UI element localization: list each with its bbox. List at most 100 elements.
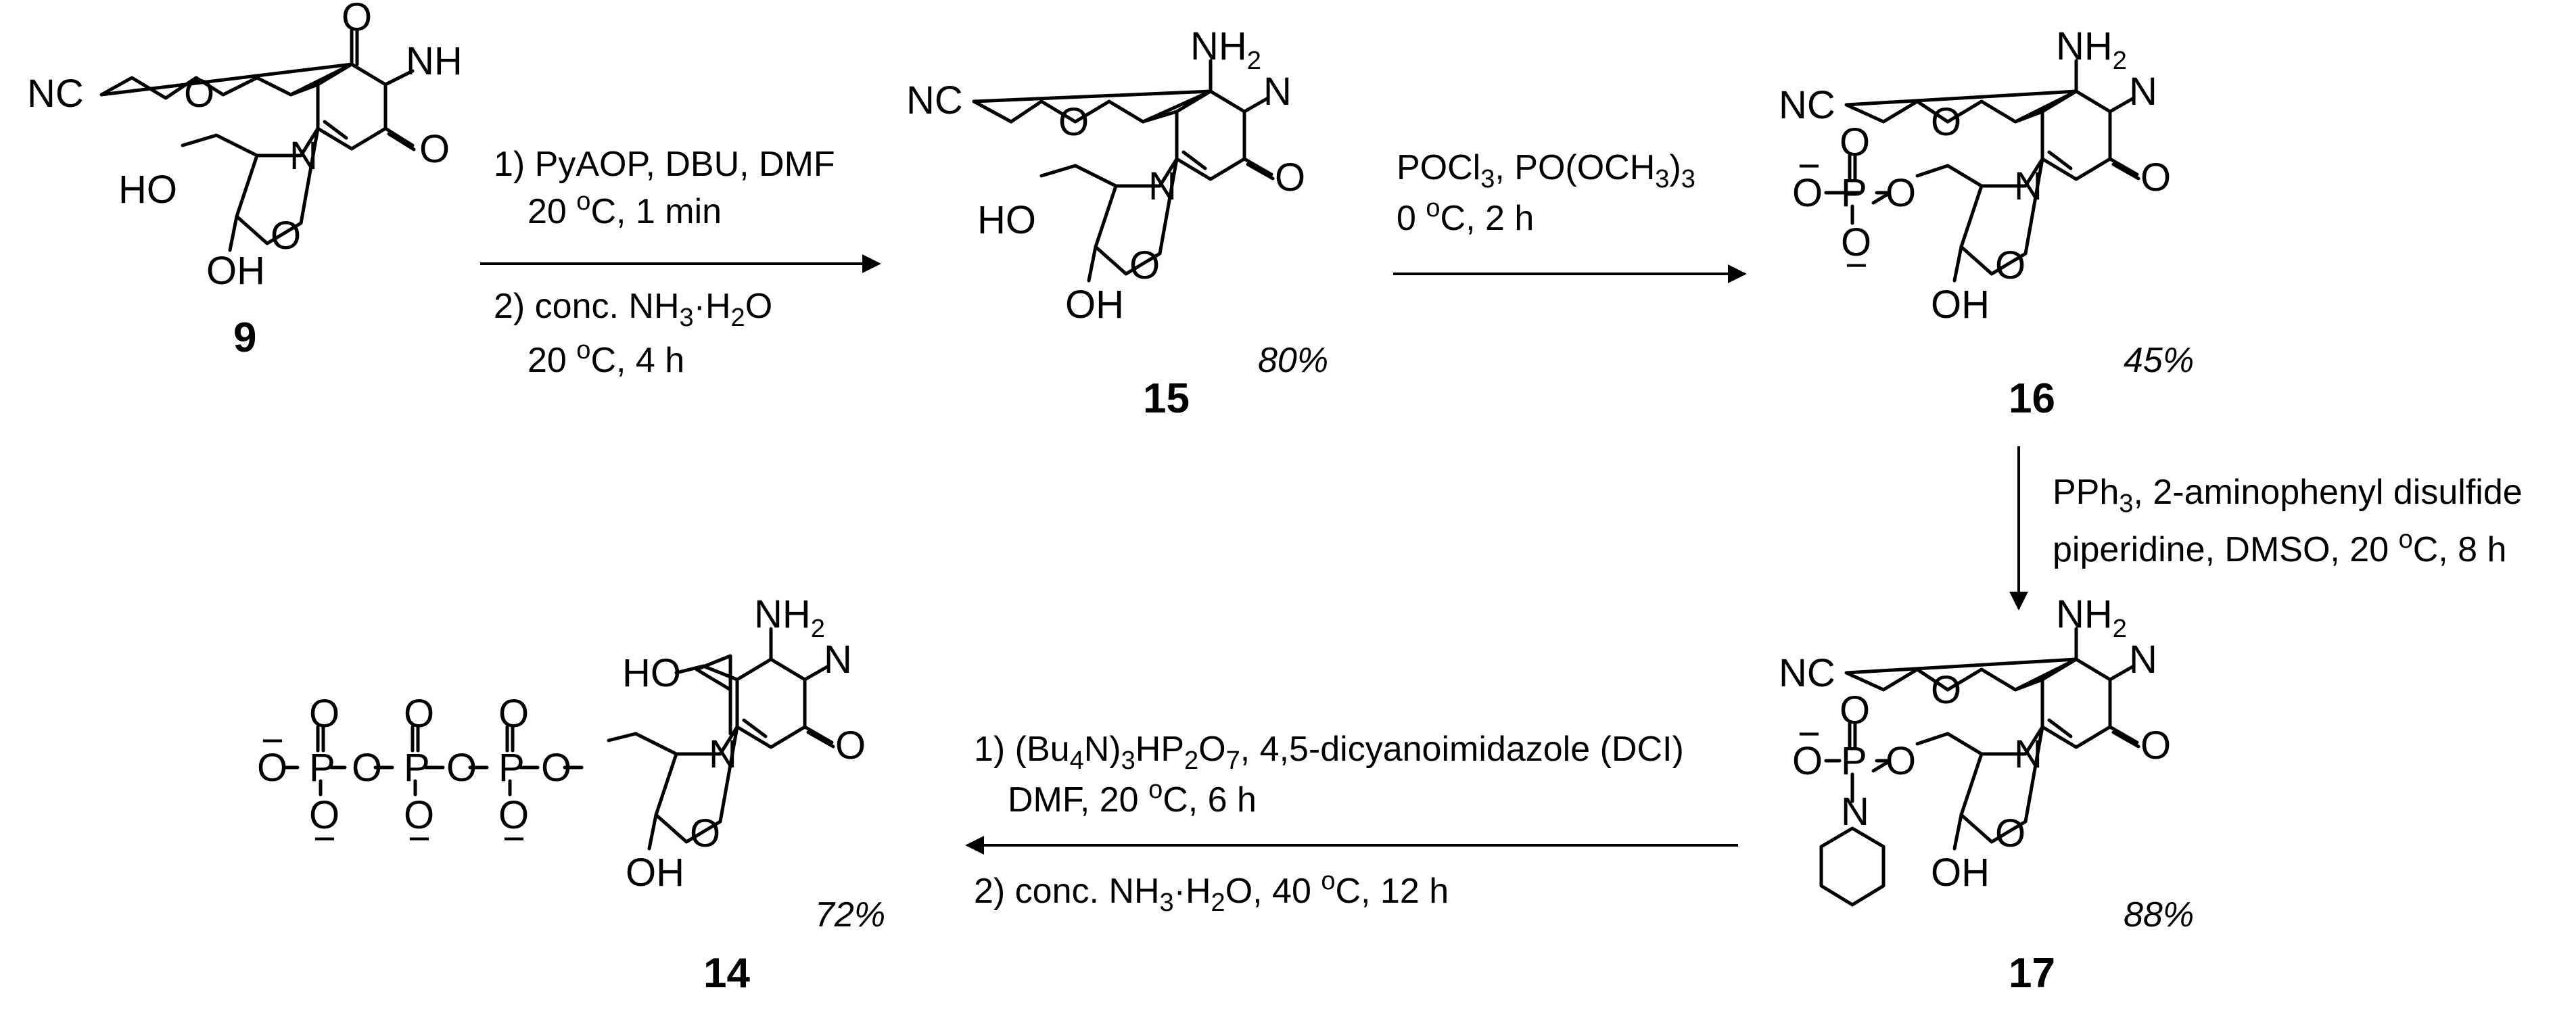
charge-minus: − xyxy=(261,719,284,763)
compound-9-id: 9 xyxy=(233,314,256,361)
atom-label: NH2 xyxy=(2056,24,2127,75)
compound-17-bonds xyxy=(1819,627,2140,907)
atom-label: NH2 xyxy=(1190,24,1261,75)
step4-condition: DMF, 20 oC, 6 h xyxy=(1008,776,1257,820)
charge-minus: − xyxy=(313,817,336,861)
compound-14-id: 14 xyxy=(703,950,750,997)
charge-minus: − xyxy=(1845,243,1868,287)
compound-17: NC O NH2 N O N O OH O P O O N − 17 88% xyxy=(1779,592,2194,997)
atom-label: N xyxy=(2014,164,2042,208)
atom-label: O xyxy=(1995,811,2025,855)
atom-label: O xyxy=(1275,156,1305,199)
atom-label: NC xyxy=(1779,83,1835,127)
compound-16-id: 16 xyxy=(2009,375,2055,422)
atom-label: NH2 xyxy=(2056,592,2127,643)
atom-label: O xyxy=(404,793,434,837)
step3-condition: piperidine, DMSO, 20 oC, 8 h xyxy=(2053,525,2506,569)
atom-label: N xyxy=(1148,164,1177,208)
atom-label: N xyxy=(824,638,852,682)
step2-condition: POCl3, PO(OCH3)3 xyxy=(1397,148,1695,193)
atom-label: O xyxy=(342,0,372,39)
compound-14-yield: 72% xyxy=(815,895,885,935)
atom-label: O xyxy=(1792,171,1823,215)
compound-14-bonds xyxy=(282,627,835,851)
compound-17-id: 17 xyxy=(2009,950,2055,997)
atom-label: O xyxy=(404,692,434,736)
compound-14: NH2 N O N HO O OH O P O O O P O O O P O … xyxy=(257,592,885,997)
step1-condition: 2) conc. NH3·H2O xyxy=(494,287,772,332)
atom-label: N xyxy=(289,134,318,178)
step1-condition: 20 oC, 1 min xyxy=(528,187,722,231)
charge-minus: − xyxy=(1798,144,1821,188)
atom-label: O xyxy=(1886,739,1916,783)
atom-label: O xyxy=(446,746,477,790)
atom-label: O xyxy=(309,692,339,736)
atom-label: N xyxy=(2129,70,2157,114)
atom-label: O xyxy=(1995,243,2025,287)
atom-label: N xyxy=(2129,638,2157,682)
step2: POCl3, PO(OCH3)3 0 oC, 2 h xyxy=(1393,148,1747,283)
atom-label: O xyxy=(1886,171,1916,215)
atom-label: N xyxy=(2014,732,2042,776)
compound-15: NC O NH2 N O N O HO OH 15 80% xyxy=(906,24,1328,422)
compound-16-yield: 45% xyxy=(2124,341,2194,380)
atom-label: O xyxy=(1931,100,1961,144)
step1-condition: 1) PyAOP, DBU, DMF xyxy=(494,145,835,184)
step4: 1) (Bu4N)3HP2O7, 4,5-dicyanoimidazole (D… xyxy=(965,730,1738,917)
compound-9: NC O O NH O N O HO OH 9 xyxy=(27,0,463,361)
atom-label: O xyxy=(1840,688,1870,732)
charge-minus: − xyxy=(408,817,431,861)
atom-label: OH xyxy=(626,851,684,895)
atom-label: O xyxy=(690,811,720,855)
atom-label: O xyxy=(2140,724,2171,767)
atom-label: O xyxy=(1840,120,1870,164)
compound-15-id: 15 xyxy=(1143,375,1190,422)
atom-label: NH xyxy=(406,39,463,83)
charge-minus: − xyxy=(1798,712,1821,756)
atom-label: OH xyxy=(206,249,265,293)
atom-label: O xyxy=(1129,243,1160,287)
step3: PPh3, 2-aminophenyl disulfide piperidine… xyxy=(2009,446,2523,611)
compound-17-yield: 88% xyxy=(2124,895,2194,935)
step4-condition: 2) conc. NH3·H2O, 40 oC, 12 h xyxy=(974,867,1449,917)
atom-label: P xyxy=(498,746,525,790)
atom-label: HO xyxy=(977,198,1036,242)
atom-label: O xyxy=(309,793,339,837)
atom-label: O xyxy=(257,746,287,790)
atom-label: NC xyxy=(1779,651,1835,695)
step4-condition: 1) (Bu4N)3HP2O7, 4,5-dicyanoimidazole (D… xyxy=(974,730,1684,775)
compound-15-bonds xyxy=(972,59,1275,283)
atom-label: O xyxy=(498,793,529,837)
atom-label: O xyxy=(271,214,301,258)
atom-label: O xyxy=(1931,668,1961,712)
atom-label: P xyxy=(404,746,430,790)
atom-label: P xyxy=(1841,739,1867,783)
atom-label: O xyxy=(419,127,450,171)
atom-label: HO xyxy=(118,168,177,212)
step3-condition: PPh3, 2-aminophenyl disulfide xyxy=(2053,473,2523,518)
compound-9-bonds xyxy=(99,28,416,252)
atom-label: O xyxy=(835,724,866,767)
atom-label: OH xyxy=(1931,283,1990,327)
atom-label: O xyxy=(352,746,382,790)
atom-label: P xyxy=(309,746,335,790)
atom-label: NC xyxy=(906,78,963,122)
atom-label: P xyxy=(1841,171,1867,215)
charge-minus: − xyxy=(502,817,525,861)
atom-label: N xyxy=(1841,790,1869,834)
compound-15-yield: 80% xyxy=(1258,341,1328,380)
atom-label: O xyxy=(498,692,529,736)
atom-label: OH xyxy=(1065,283,1124,327)
atom-label: HO xyxy=(622,651,681,695)
step1: 1) PyAOP, DBU, DMF 20 oC, 1 min 2) conc.… xyxy=(480,145,881,380)
atom-label: O xyxy=(541,746,571,790)
atom-label: NC xyxy=(27,72,84,116)
atom-label: O xyxy=(2140,156,2171,199)
compound-16-bonds xyxy=(1824,59,2140,283)
compound-16: NC O NH2 N O N O OH O P O O O − − 16 45% xyxy=(1779,24,2194,422)
atom-label: O xyxy=(1058,100,1089,144)
atom-label: N xyxy=(1263,70,1292,114)
atom-label: N xyxy=(709,732,737,776)
atom-label: O xyxy=(1792,739,1823,783)
